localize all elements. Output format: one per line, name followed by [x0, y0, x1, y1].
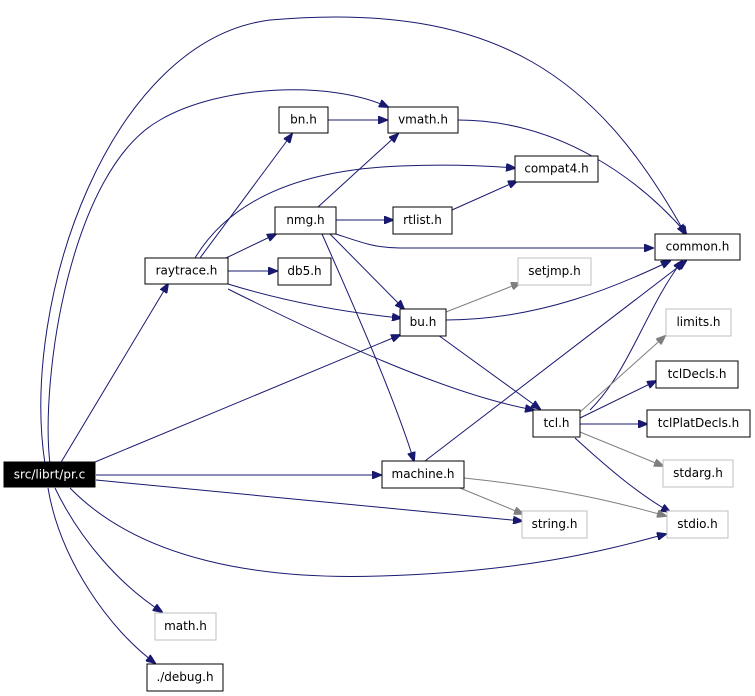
node-machine-h[interactable]: machine.h: [381, 460, 465, 489]
edge-rtlist-h-to-compat4-h: [451, 181, 517, 211]
edge-bu-h-to-common-h: [445, 261, 670, 321]
edge-nmg-h-to-machine-h: [321, 233, 414, 461]
node-compat4-h[interactable]: compat4.h: [514, 155, 599, 183]
node-label: rtlist.h: [403, 213, 442, 227]
node-db5-h[interactable]: db5.h: [277, 257, 332, 286]
edge-nmg-h-to-common-h: [335, 233, 653, 248]
node-stdarg-h[interactable]: stdarg.h: [662, 459, 734, 488]
node-tclplatdecls-h[interactable]: tclPlatDecls.h: [646, 409, 751, 438]
edge-pr-c-to-bu-h: [94, 335, 400, 463]
node-common-h[interactable]: common.h: [654, 233, 741, 261]
node-label: string.h: [532, 517, 578, 531]
node-raytrace-h[interactable]: raytrace.h: [144, 257, 229, 285]
node-label: raytrace.h: [156, 264, 218, 278]
node-math-h[interactable]: math.h: [154, 612, 217, 641]
node-limits-h[interactable]: limits.h: [665, 308, 732, 337]
edge-pr-c-to-raytrace-h: [59, 284, 168, 465]
edge-tcl-h-to-stdio-h: [574, 437, 670, 512]
node-rtlist-h[interactable]: rtlist.h: [392, 206, 453, 235]
edge-machine-h-to-common-h: [424, 261, 686, 462]
edge-bu-h-to-tcl-h: [437, 334, 540, 409]
edge-raytrace-h-to-bn-h: [199, 134, 292, 259]
node-nmg-h[interactable]: nmg.h: [274, 206, 337, 235]
edge-pr-c-to-math-h: [54, 487, 162, 612]
node-label: machine.h: [392, 467, 455, 481]
edge-raytrace-h-to-nmg-h: [225, 234, 276, 259]
edge-pr-c-to-stdio-h: [69, 487, 666, 577]
edge-raytrace-h-to-compat4-h: [194, 165, 515, 259]
node-label: db5.h: [287, 264, 321, 278]
node-label: limits.h: [676, 315, 720, 329]
edge-machine-h-to-stdio-h: [463, 477, 666, 516]
node-string-h[interactable]: string.h: [521, 510, 588, 539]
node-label: stdarg.h: [673, 466, 723, 480]
node-tcldecls-h[interactable]: tclDecls.h: [655, 360, 739, 389]
node-label: src/librt/pr.c: [14, 468, 85, 482]
node-tcl-h[interactable]: tcl.h: [532, 409, 581, 438]
edge-pr-c-to-common-h: [40, 16, 686, 465]
edge-tcl-h-to-tcldecls-h: [579, 381, 656, 419]
edge-tcl-h-to-stdarg-h: [579, 431, 663, 466]
node-label: bu.h: [410, 315, 437, 329]
node-label: tcl.h: [543, 416, 569, 430]
node-label: stdio.h: [677, 517, 717, 531]
edge-pr-c-to-string-h: [95, 479, 522, 521]
node-debug-h[interactable]: ./debug.h: [146, 663, 224, 692]
edge-nmg-h-to-bu-h: [329, 233, 404, 309]
edge-pr-c-to-debug-h: [47, 487, 155, 663]
node-label: setjmp.h: [528, 264, 580, 278]
edge-nmg-h-to-vmath-h: [317, 134, 398, 208]
edge-bu-h-to-setjmp-h: [445, 283, 520, 313]
node-label: common.h: [666, 240, 730, 254]
node-label: tclPlatDecls.h: [658, 416, 740, 430]
edge-tcl-h-to-common-h: [589, 261, 682, 411]
edge-pr-c-to-vmath-h: [47, 89, 388, 465]
node-vmath-h[interactable]: vmath.h: [387, 106, 459, 134]
nodes: src/librt/pr.c raytrace.h bn.h vmath.h c…: [3, 106, 751, 692]
edges: [40, 16, 686, 663]
node-label: math.h: [164, 619, 207, 633]
edge-raytrace-h-to-bu-h: [227, 283, 401, 318]
node-bu-h[interactable]: bu.h: [399, 308, 447, 337]
node-label: compat4.h: [524, 162, 588, 176]
node-label: tclDecls.h: [668, 367, 727, 381]
node-label: ./debug.h: [156, 670, 213, 684]
node-label: nmg.h: [286, 213, 324, 227]
node-setjmp-h[interactable]: setjmp.h: [517, 257, 592, 286]
node-pr-c[interactable]: src/librt/pr.c: [3, 461, 96, 488]
edge-tcl-h-to-limits-h: [579, 336, 665, 413]
node-bn-h[interactable]: bn.h: [278, 106, 329, 134]
edge-machine-h-to-string-h: [459, 487, 523, 514]
node-label: vmath.h: [398, 113, 448, 127]
edge-raytrace-h-to-tcl-h: [227, 288, 534, 410]
node-stdio-h[interactable]: stdio.h: [666, 510, 729, 539]
node-label: bn.h: [290, 113, 317, 127]
